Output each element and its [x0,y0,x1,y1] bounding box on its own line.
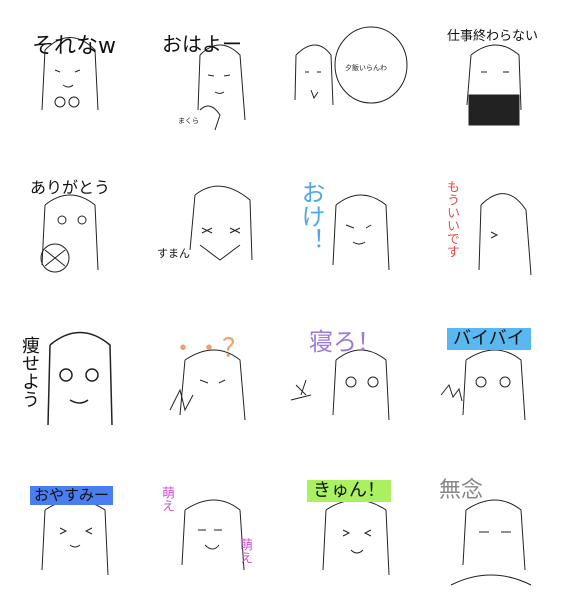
face-drawing [322,499,390,576]
caption-shigoto: 仕事終わらない [447,29,539,44]
caption-oke: おけ！ [297,180,325,252]
sticker-mouiidesu[interactable]: もういいです [421,150,561,300]
caption-ohayo: おはよー [162,32,242,56]
caption-moe-1: 萌え [159,486,174,512]
caption-hatena: ・・？ [170,334,249,364]
face-drawing [41,499,109,576]
sticker-nero[interactable]: 寝ろ！ [281,300,421,450]
sticker-arigato[interactable]: ありがとう [0,150,140,300]
face-drawing [41,37,99,111]
pillow-note: まくら [178,117,199,125]
face-drawing [440,349,526,421]
sticker-baibai[interactable]: バイバイ [421,300,561,450]
sticker-munen[interactable]: 無念 [421,450,561,600]
caption-nero: 寝ろ！ [309,328,381,356]
caption-suman: すまん [157,247,190,260]
caption-kyun: きゅん！ [307,480,391,502]
face-drawing [466,44,522,126]
sticker-oke[interactable]: おけ！ [281,150,421,300]
face-drawing [294,26,408,106]
caption-arigato: ありがとう [30,178,111,197]
caption-munen: 無念 [439,478,484,503]
sticker-shigoto[interactable]: 仕事終わらない [421,0,561,150]
sticker-yaseyo[interactable]: 痩せよう [0,300,140,450]
face-drawing [450,499,532,586]
face-drawing [181,499,245,571]
caption-sorena: それなw [32,34,116,59]
sticker-suman[interactable]: すまん [140,150,280,300]
sticker-moe[interactable]: 萌え 萌え [140,450,280,600]
caption-yaseyo: 痩せよう [19,336,40,408]
face-drawing [40,194,99,273]
caption-yuhan: 夕飯いらんわ [345,64,387,72]
face-drawing [332,194,390,271]
sticker-yuhan[interactable]: 夕飯いらんわ [281,0,421,150]
caption-moe-2: 萌え [237,538,252,564]
face-drawing [169,349,246,421]
sticker-hatena[interactable]: ・・？ [140,300,280,450]
face-drawing [478,193,532,276]
face-drawing [290,349,390,421]
face-drawing [189,185,253,261]
caption-baibai: バイバイ [447,328,531,350]
sticker-kyun[interactable]: きゅん！ [281,450,421,600]
sticker-sorena[interactable]: それなw [0,0,140,150]
face-drawing [197,44,246,131]
face-drawing [47,331,113,426]
sticker-oyasumi[interactable]: おやすみー [0,450,140,600]
caption-oyasumi: おやすみー [30,486,114,505]
caption-mouiidesu: もういいです [444,180,459,258]
sticker-ohayo[interactable]: おはよー まくら [140,0,280,150]
